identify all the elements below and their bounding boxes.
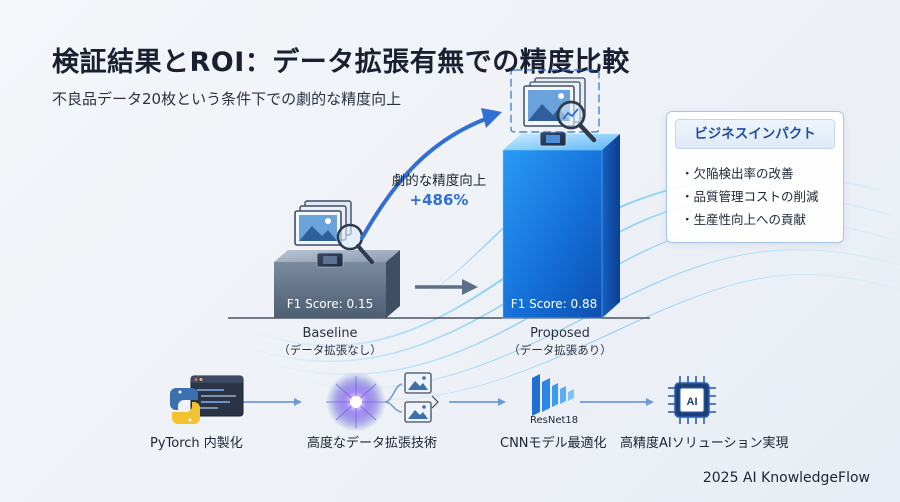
improvement-value: +486% [409,191,469,209]
curved-arrow-icon [360,108,502,240]
arrow-right-icon [415,279,478,295]
business-impact-box: ビジネスインパクト ・欠陥検出率の改善 ・品質管理コストの削減 ・生産性向上への… [666,111,844,243]
image-icon [404,395,439,423]
flow-step-ai-solution: 高精度AIソリューション実現 [620,436,789,451]
footer-credit: 2025 AI KnowledgeFlow [702,470,870,486]
flow-step-augmentation: 高度なデータ拡張技術 [307,436,438,451]
image-stack-icon [294,200,352,246]
cnn-layers-icon [532,374,574,416]
chip-icon [316,252,344,268]
chip-icon [539,131,567,147]
business-impact-title: ビジネスインパクト [675,119,835,149]
resnet-label: ResNet18 [530,415,579,426]
list-item: ・欠陥検出率の改善 [681,166,794,181]
augmented-image-stack-icon [510,69,600,133]
category-sublabel: （データ拡張あり） [508,343,612,357]
improvement-annotation: 劇的な精度向上 +486% [384,172,494,210]
image-icon [404,372,432,394]
category-label-proposed: Proposed （データ拡張あり） [480,326,640,358]
business-impact-list: ・欠陥検出率の改善 ・品質管理コストの削減 ・生産性向上への貢献 [681,162,843,231]
ai-chip-text: AI [687,396,698,408]
list-item: ・生産性向上への貢献 [681,212,807,227]
category-name: Baseline [302,326,358,341]
magnifier-icon [556,100,597,143]
list-item: ・品質管理コストの削減 [681,189,819,204]
score-label-baseline: F1 Score: 0.15 [286,297,374,311]
code-window-icon [190,375,244,417]
flow-step-pytorch: PyTorch 内製化 [150,436,243,451]
page-subtitle: 不良品データ20枚という条件下での劇的な精度向上 [52,90,402,108]
category-sublabel: （データ拡張なし） [278,343,382,357]
score-label-proposed: F1 Score: 0.88 [510,297,598,311]
category-name: Proposed [530,326,590,341]
python-logo-icon [170,388,200,424]
bar-proposed [502,134,620,319]
ai-chip-icon: AI [668,376,716,424]
improvement-label: 劇的な精度向上 [391,173,487,189]
page-title: 検証結果とROI：データ拡張有無での精度比較 [52,47,630,78]
flow-step-cnn: CNNモデル最適化 [500,436,607,451]
energy-burst-icon [326,372,386,432]
category-label-baseline: Baseline （データ拡張なし） [250,326,410,358]
split-arrow-icon [384,383,403,413]
flow-arrow-icon [228,398,654,406]
